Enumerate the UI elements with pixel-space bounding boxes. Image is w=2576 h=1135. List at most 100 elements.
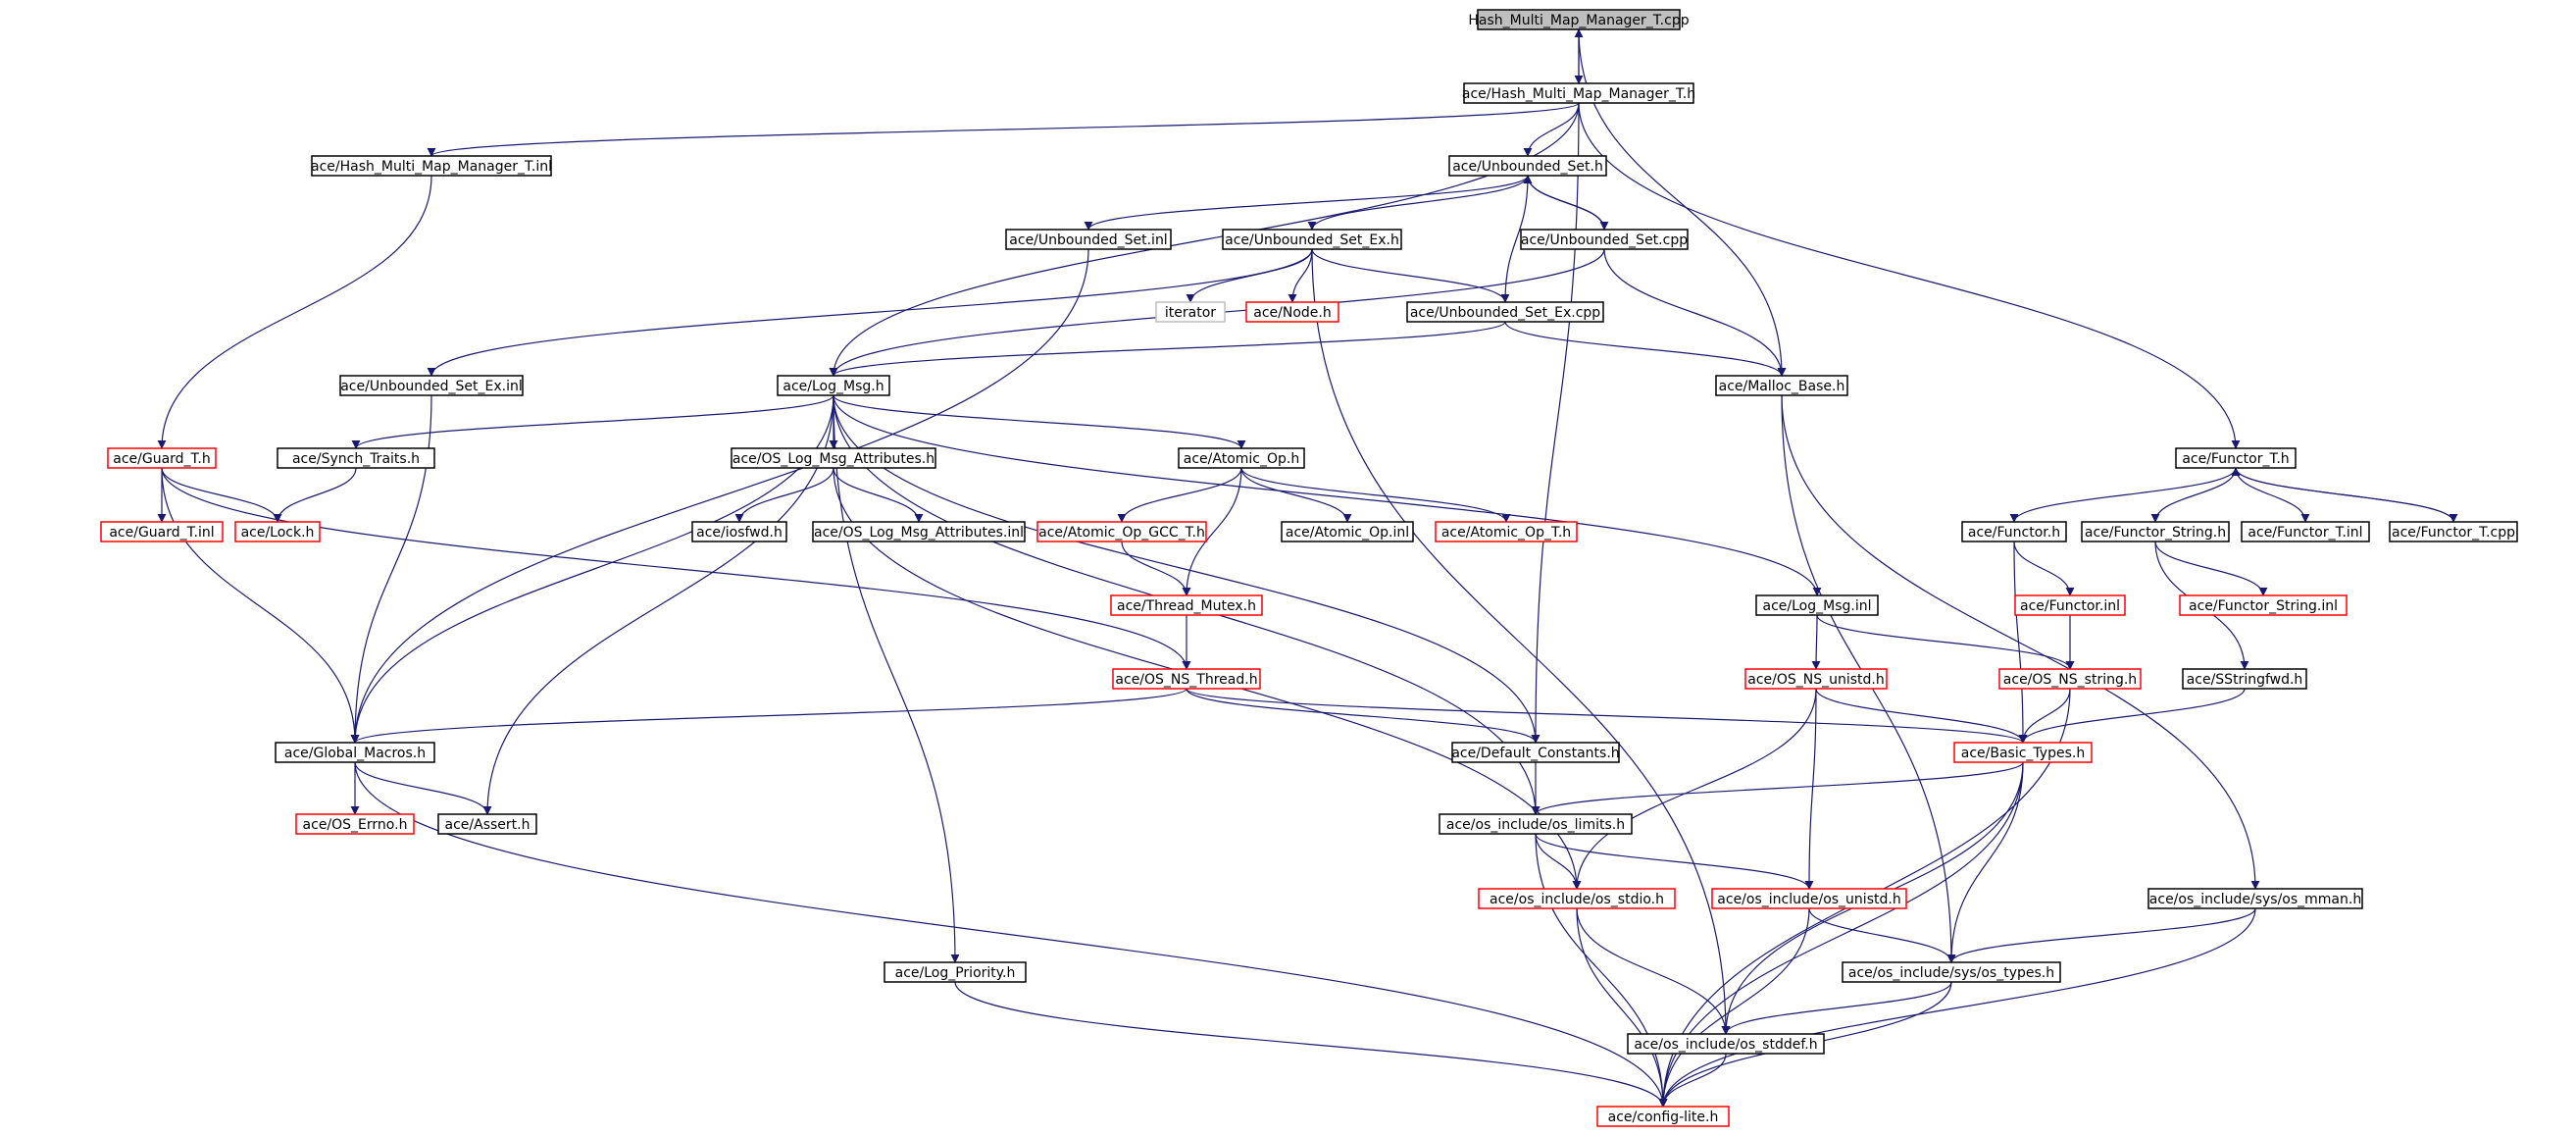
graph-node-global-macros-h[interactable]: ace/Global_Macros.h	[275, 742, 435, 763]
node-label: ace/os_include/os_stddef.h	[1634, 1037, 1817, 1053]
edge-guard-h-to-lock-h	[161, 467, 282, 523]
graph-node-guard-h[interactable]: ace/Guard_T.h	[107, 447, 217, 469]
graph-node-logmsg-h[interactable]: ace/Log_Msg.h	[777, 375, 890, 396]
node-box	[234, 521, 321, 542]
graph-node-functor-inl[interactable]: ace/Functor.inl	[2014, 594, 2126, 616]
graph-node-functor-t-inl[interactable]: ace/Functor_T.inl	[2241, 521, 2370, 542]
node-box	[2147, 888, 2363, 909]
graph-node-config-lite-h[interactable]: ace/config-lite.h	[1596, 1106, 1730, 1127]
graph-node-os-limits-h[interactable]: ace/os_include/os_limits.h	[1439, 813, 1633, 835]
graph-node-os-stddef-h[interactable]: ace/os_include/os_stddef.h	[1627, 1033, 1825, 1055]
node-box	[1711, 888, 1907, 909]
graph-node-log-priority-h[interactable]: ace/Log_Priority.h	[884, 961, 1027, 983]
node-label: ace/OS_NS_unistd.h	[1747, 672, 1885, 688]
node-label: ace/Global_Macros.h	[284, 746, 426, 761]
edge-usex-h-to-os-stddef-h	[1311, 248, 1731, 1035]
graph-node-hmm-h[interactable]: ace/Hash_Multi_Map_Manager_T.h	[1462, 82, 1695, 104]
graph-node-atomic-gcc-h[interactable]: ace/Atomic_Op_GCC_T.h	[1036, 521, 1207, 542]
edge-functor-h-to-functor-inl	[2013, 541, 2075, 596]
graph-node-assert-h[interactable]: ace/Assert.h	[437, 813, 537, 835]
graph-node-usex-inl[interactable]: ace/Unbounded_Set_Ex.inl	[339, 375, 524, 396]
node-label: iterator	[1165, 305, 1216, 321]
edge-hmm-h-to-logmsg-h	[829, 102, 1580, 377]
graph-node-os-stdio-h[interactable]: ace/os_include/os_stdio.h	[1478, 888, 1676, 909]
graph-node-thread-mutex-h[interactable]: ace/Thread_Mutex.h	[1110, 594, 1263, 616]
node-box	[1755, 594, 1879, 616]
edge-hmm-inl-to-guard-h	[157, 175, 432, 449]
graph-node-atomic-inl[interactable]: ace/Atomic_Op.inl	[1281, 521, 1414, 542]
graph-node-guard-inl[interactable]: ace/Guard_T.inl	[100, 521, 224, 542]
edge-usex-h-to-usex-inl	[427, 248, 1313, 377]
edge-hmm-h-to-default-constants-h	[1531, 102, 1580, 744]
graph-node-os-ns-unistd-h[interactable]: ace/OS_NS_unistd.h	[1744, 668, 1888, 690]
node-label: ace/Thread_Mutex.h	[1117, 598, 1256, 614]
node-box	[2175, 447, 2297, 469]
graph-node-us-cpp[interactable]: ace/Unbounded_Set.cpp	[1520, 229, 1689, 250]
edge-functor-h-to-basic-types-h	[2013, 541, 2028, 744]
node-label: ace/Atomic_Op_T.h	[1441, 525, 1571, 541]
node-box	[2241, 521, 2370, 542]
graph-node-functor-string-h[interactable]: ace/Functor_String.h	[2081, 521, 2230, 542]
graph-node-iterator[interactable]: iterator	[1155, 301, 1226, 323]
node-box	[1222, 229, 1402, 250]
node-box	[884, 961, 1027, 983]
graph-node-synch-h[interactable]: ace/Synch_Traits.h	[277, 447, 435, 469]
node-label: ace/Log_Msg.inl	[1763, 598, 1872, 614]
graph-node-oslma-inl[interactable]: ace/OS_Log_Msg_Attributes.inl	[812, 521, 1026, 542]
nodes-layer: Hash_Multi_Map_Manager_T.cpp ace/Hash_Mul…	[100, 9, 2518, 1127]
graph-node-os-mman-h[interactable]: ace/os_include/sys/os_mman.h	[2147, 888, 2363, 909]
edge-guard-h-to-global-macros-h	[161, 467, 360, 744]
node-box	[1451, 742, 1620, 763]
node-label: ace/os_include/os_unistd.h	[1717, 892, 1900, 907]
node-label: ace/Assert.h	[445, 817, 530, 833]
graph-node-us-h[interactable]: ace/Unbounded_Set.h	[1448, 155, 1607, 177]
graph-node-iosfwd-h[interactable]: ace/iosfwd.h	[691, 521, 787, 542]
graph-node-functor-t-h[interactable]: ace/Functor_T.h	[2175, 447, 2297, 469]
graph-node-usex-cpp[interactable]: ace/Unbounded_Set_Ex.cpp	[1406, 301, 1604, 323]
edges-layer	[157, 28, 2458, 1108]
edge-os-unistd-h-to-config-lite-h	[1658, 907, 1810, 1108]
graph-node-malloc-h[interactable]: ace/Malloc_Base.h	[1715, 375, 1848, 396]
node-label: ace/Log_Msg.h	[783, 379, 884, 394]
graph-node-usex-h[interactable]: ace/Unbounded_Set_Ex.h	[1222, 229, 1402, 250]
edge-functor-t-cpp-to-functor-t-h	[2231, 467, 2454, 523]
graph-node-functor-string-inl[interactable]: ace/Functor_String.inl	[2179, 594, 2348, 616]
edge-logmsg-h-to-log-priority-h	[833, 394, 960, 963]
node-box	[1112, 668, 1261, 690]
edge-os-limits-h-to-os-unistd-h	[1535, 833, 1814, 890]
edge-functor-t-h-to-functor-h	[2009, 467, 2237, 523]
graph-node-default-constants-h[interactable]: ace/Default_Constants.h	[1451, 742, 1620, 763]
graph-node-functor-t-cpp[interactable]: ace/Functor_T.cpp	[2389, 521, 2518, 542]
graph-node-lock-h[interactable]: ace/Lock.h	[234, 521, 321, 542]
graph-node-functor-h[interactable]: ace/Functor.h	[1961, 521, 2067, 542]
graph-node-os-ns-thread-h[interactable]: ace/OS_NS_Thread.h	[1112, 668, 1261, 690]
graph-node-node-h[interactable]: ace/Node.h	[1245, 301, 1339, 323]
graph-node-basic-types-h[interactable]: ace/Basic_Types.h	[1953, 742, 2093, 763]
graph-node-os-unistd-h[interactable]: ace/os_include/os_unistd.h	[1711, 888, 1907, 909]
node-box	[311, 155, 552, 177]
graph-node-oslma-h[interactable]: ace/OS_Log_Msg_Attributes.h	[731, 447, 936, 469]
node-box	[777, 375, 890, 396]
node-label: ace/Guard_T.inl	[109, 525, 214, 541]
node-label: ace/Functor.inl	[2020, 598, 2120, 614]
graph-node-hmm-inl[interactable]: ace/Hash_Multi_Map_Manager_T.inl	[311, 155, 552, 177]
edge-us-cpp-to-us-h	[1523, 175, 1605, 231]
graph-node-us-inl[interactable]: ace/Unbounded_Set.inl	[1005, 229, 1172, 250]
graph-node-atomic-t-h[interactable]: ace/Atomic_Op_T.h	[1435, 521, 1578, 542]
node-label: ace/Guard_T.h	[113, 451, 211, 467]
node-box	[1463, 82, 1694, 104]
graph-node-os-ns-string-h[interactable]: ace/OS_NS_string.h	[1998, 668, 2142, 690]
edge-logmsg-inl-to-os-ns-string-h	[1816, 614, 2075, 670]
node-box	[1155, 301, 1226, 323]
node-label: ace/Node.h	[1253, 305, 1331, 321]
graph-node-sstringfwd-h[interactable]: ace/SStringfwd.h	[2182, 668, 2307, 690]
node-box	[100, 521, 224, 542]
graph-node-atomic-h[interactable]: ace/Atomic_Op.h	[1178, 447, 1305, 469]
graph-node-logmsg-inl[interactable]: ace/Log_Msg.inl	[1755, 594, 1879, 616]
node-label: ace/Hash_Multi_Map_Manager_T.inl	[311, 159, 552, 175]
edge-os-ns-unistd-h-to-os-unistd-h	[1804, 688, 1817, 890]
graph-node-os-types-h[interactable]: ace/os_include/sys/os_types.h	[1842, 961, 2061, 983]
graph-node-root[interactable]: Hash_Multi_Map_Manager_T.cpp	[1468, 9, 1690, 30]
graph-node-os-errno-h[interactable]: ace/OS_Errno.h	[295, 813, 415, 835]
node-label: ace/iosfwd.h	[696, 525, 783, 541]
